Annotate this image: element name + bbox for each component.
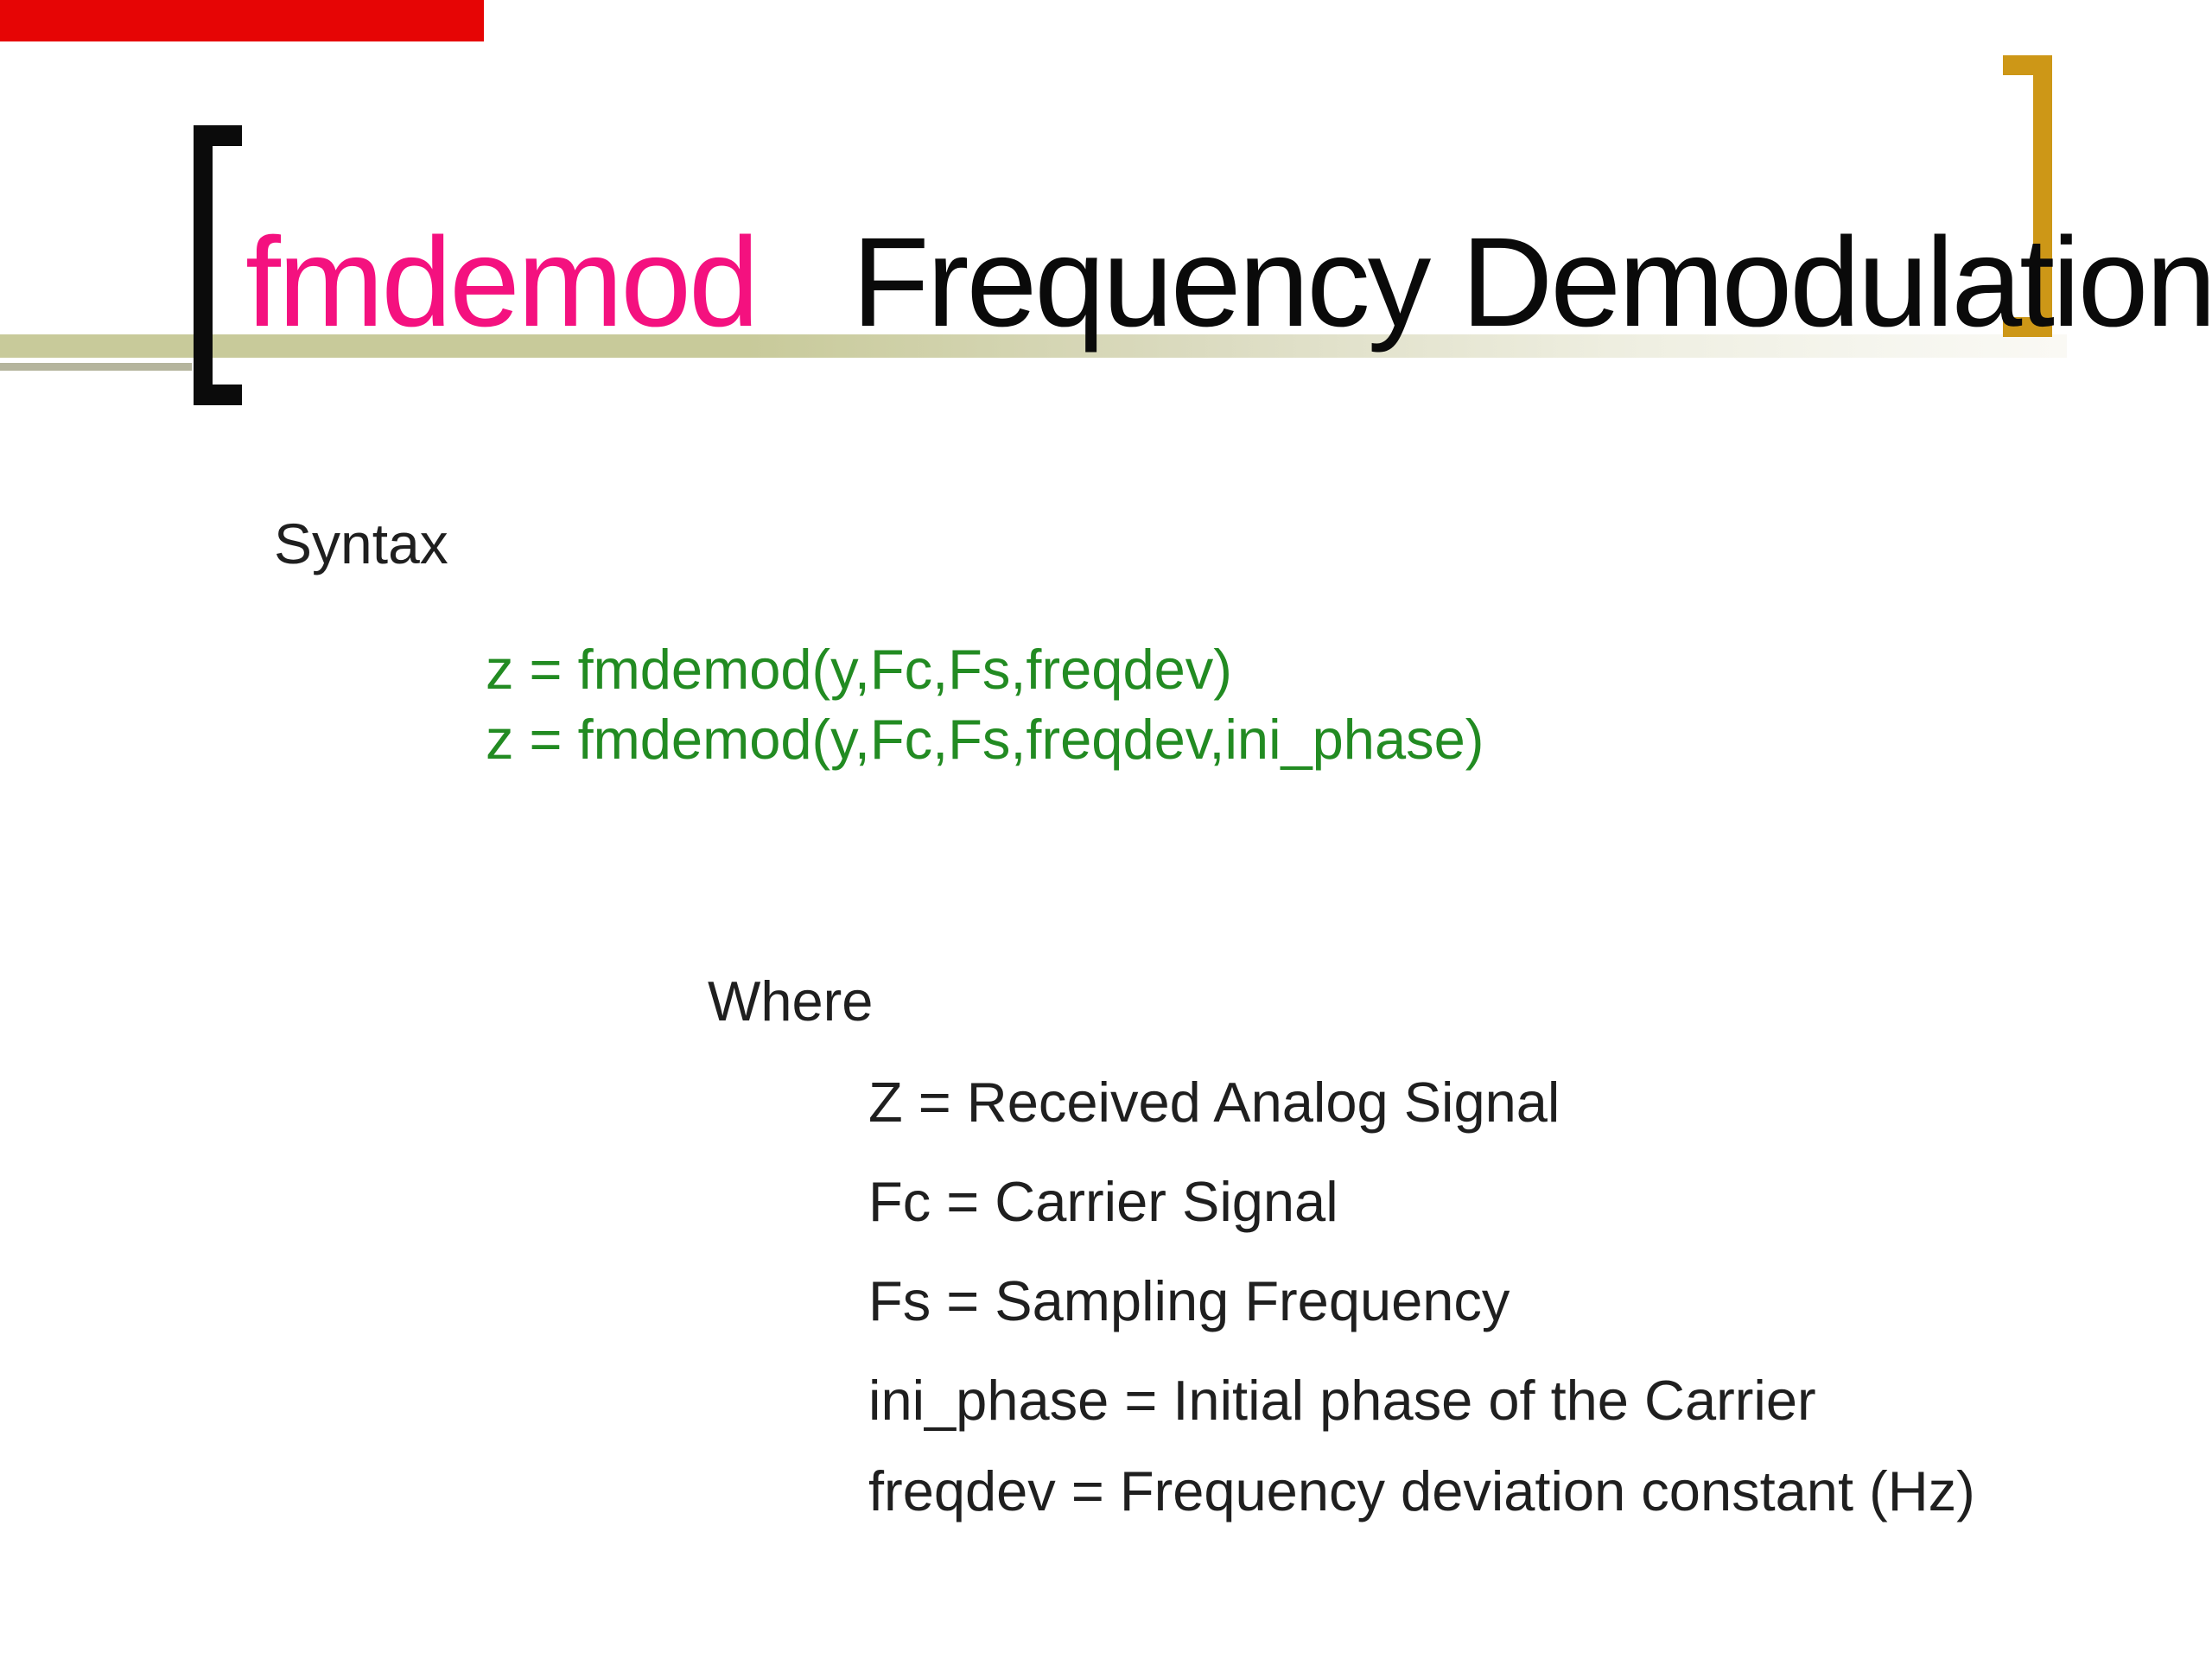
where-heading: Where — [708, 969, 874, 1033]
syntax-code-line-2: z = fmdemod(y,Fc,Fs,freqdev,ini_phase) — [486, 708, 1484, 771]
syntax-heading: Syntax — [274, 512, 448, 575]
definition-fs: Fs = Sampling Frequency — [868, 1269, 1510, 1332]
title-description: Frequency Demodulation — [851, 212, 2212, 353]
title-underline-rule — [0, 334, 2067, 358]
title-underline-accent — [0, 363, 192, 371]
definition-fc: Fc = Carrier Signal — [868, 1170, 1338, 1233]
left-bracket-decoration — [194, 125, 242, 405]
definition-freqdev: freqdev = Frequency deviation constant (… — [868, 1459, 1975, 1522]
title-function-name: fmdemod — [245, 212, 760, 353]
definition-z: Z = Received Analog Signal — [868, 1071, 1560, 1134]
right-bracket-decoration — [2003, 55, 2052, 337]
syntax-code-line-1: z = fmdemod(y,Fc,Fs,freqdev) — [486, 638, 1232, 701]
red-top-bar — [0, 0, 484, 41]
definition-ini-phase: ini_phase = Initial phase of the Carrier — [868, 1369, 1816, 1432]
